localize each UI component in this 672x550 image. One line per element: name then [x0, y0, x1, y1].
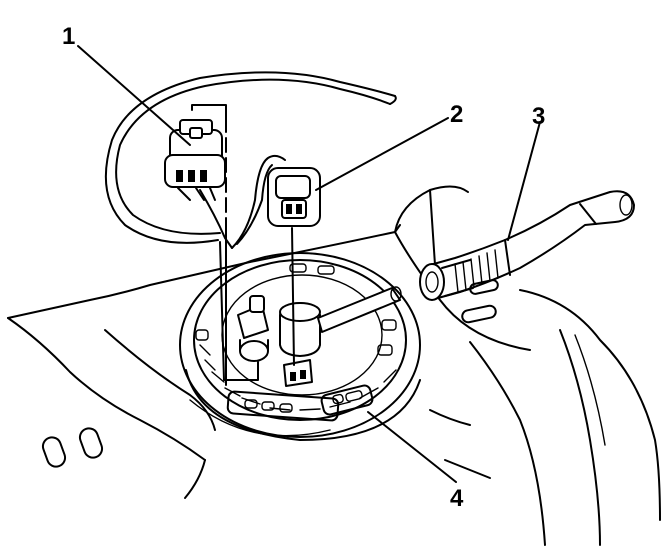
- fuel-tank-outline: [7, 185, 661, 546]
- electrical-connector-right: [267, 167, 321, 227]
- callout-3: 3: [532, 103, 545, 130]
- pump-outlet-fitting: [237, 286, 402, 387]
- fuel-line: [419, 190, 635, 301]
- callout-4: 4: [450, 485, 464, 512]
- leader-lines: [77, 45, 541, 483]
- fuel-pump-module-cover: [179, 252, 421, 441]
- callout-1: 1: [62, 23, 75, 50]
- callout-2: 2: [450, 101, 463, 128]
- electrical-connector-left: [164, 119, 226, 201]
- tank-slots: [41, 279, 499, 468]
- wiring-harness: [104, 71, 397, 386]
- callout-labels: 1 2 3 4: [62, 23, 545, 512]
